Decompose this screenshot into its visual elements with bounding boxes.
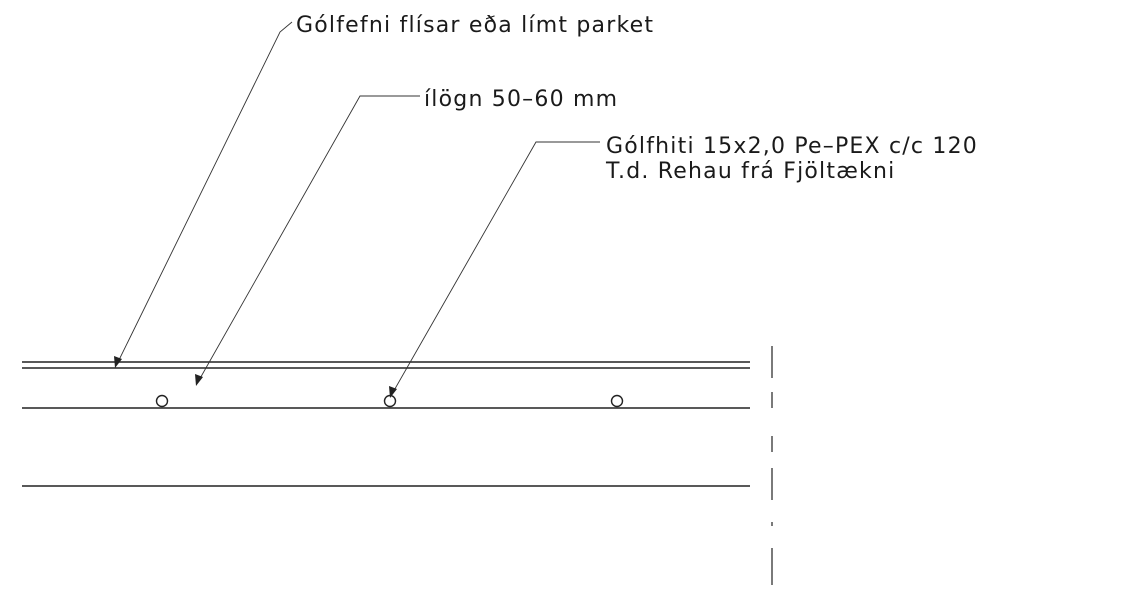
leader-screed <box>195 95 420 386</box>
label-heating-line1: Gólfhiti 15x2,0 Pe–PEX c/c 120 <box>606 134 978 159</box>
arrow-head <box>389 386 397 398</box>
label-heating-line2: T.d. Rehau frá Fjöltækni <box>605 159 895 184</box>
heating-pipe <box>610 394 624 408</box>
label-floor-finish: Gólfefni flísar eða límt parket <box>296 13 654 38</box>
arrow-head <box>114 356 122 368</box>
heating-pipe <box>155 394 169 408</box>
floor-layers <box>22 361 750 487</box>
leader-heating <box>389 141 600 398</box>
arrow-head <box>195 374 203 386</box>
label-screed: ílögn 50–60 mm <box>424 87 618 112</box>
leader-floor-finish <box>114 21 293 368</box>
heating-pipes <box>155 394 624 408</box>
